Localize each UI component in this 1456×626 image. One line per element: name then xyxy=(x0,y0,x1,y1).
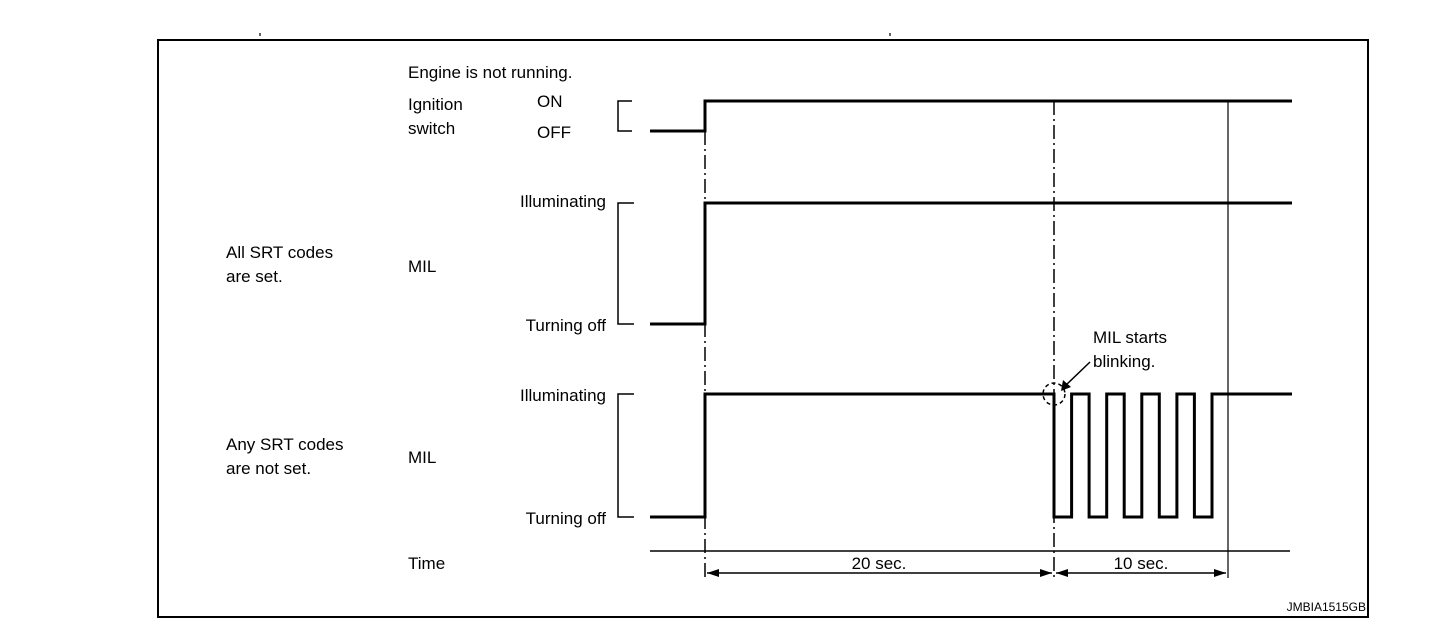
all-set-condition-line2: are set. xyxy=(226,267,283,286)
blink-annotation-arrow xyxy=(1064,361,1091,387)
interval-10s-arrow-right xyxy=(1214,569,1226,577)
interval-10s-label: 10 sec. xyxy=(1114,554,1169,573)
not-set-signal-label: MIL xyxy=(408,448,436,467)
not-set-condition-line1: Any SRT codes xyxy=(226,435,344,454)
not-set-state-high: Illuminating xyxy=(520,386,606,405)
ignition-state-off: OFF xyxy=(537,123,571,142)
all-set-condition-line1: All SRT codes xyxy=(226,243,333,262)
diagram-frame xyxy=(157,39,1369,618)
not-set-level-bracket xyxy=(617,393,634,518)
interval-20s-label: 20 sec. xyxy=(852,554,907,573)
interval-10s-arrow-left xyxy=(1056,569,1068,577)
time-axis-label: Time xyxy=(408,554,445,573)
interval-20s-arrow-right xyxy=(1040,569,1052,577)
figure-id: JMBIA1515GB xyxy=(1287,600,1366,614)
ignition-level-bracket xyxy=(617,100,632,132)
ignition-label-line1: Ignition xyxy=(408,95,463,114)
ignition-waveform xyxy=(650,99,1292,133)
ignition-state-on: ON xyxy=(537,92,563,111)
ignition-label-line2: switch xyxy=(408,119,455,138)
engine-condition-label: Engine is not running. xyxy=(408,63,572,82)
all-set-state-low: Turning off xyxy=(526,316,607,335)
all-set-level-bracket xyxy=(617,202,634,325)
interval-20s-arrow-left xyxy=(707,569,719,577)
not-set-state-low: Turning off xyxy=(526,509,607,528)
all-set-signal-label: MIL xyxy=(408,257,436,276)
not-set-mil-waveform xyxy=(650,392,1292,519)
not-set-condition-line2: are not set. xyxy=(226,459,311,478)
all-set-state-high: Illuminating xyxy=(520,192,606,211)
blink-annotation-line2: blinking. xyxy=(1093,352,1155,371)
blink-annotation-arrowhead xyxy=(1061,380,1071,391)
all-set-mil-waveform xyxy=(650,201,1292,326)
blink-annotation-line1: MIL starts xyxy=(1093,328,1167,347)
